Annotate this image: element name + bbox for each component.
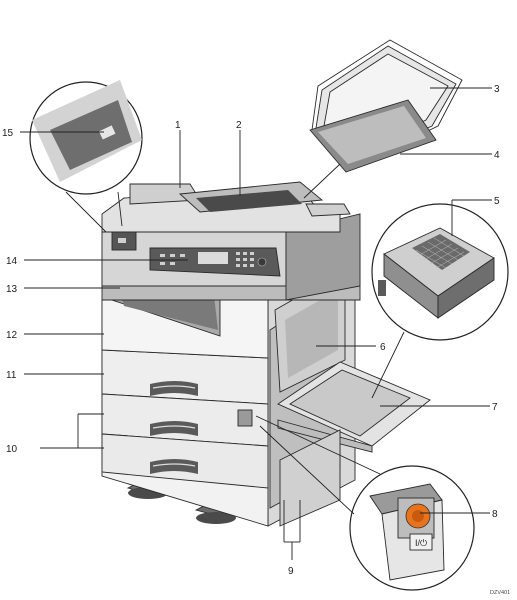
callout-13: 13 <box>6 284 18 295</box>
callout-12: 12 <box>6 330 18 341</box>
callout-15: 15 <box>2 128 14 139</box>
figure-code: DZV401 <box>490 590 510 596</box>
callout-6: 6 <box>380 342 386 353</box>
callout-5: 5 <box>494 196 500 207</box>
main-power-switch-inset: I/⏻ <box>255 415 475 591</box>
power-switch-symbol: I/⏻ <box>415 538 427 548</box>
callout-2: 2 <box>236 120 242 131</box>
callout-9: 9 <box>288 566 294 577</box>
exposure-glass-inset <box>303 39 463 199</box>
callout-1: 1 <box>175 120 181 131</box>
callout-10: 10 <box>6 444 18 455</box>
key-counter-inset <box>371 203 509 399</box>
callout-3: 3 <box>494 84 500 95</box>
callout-14: 14 <box>6 256 18 267</box>
callout-8: 8 <box>492 509 498 520</box>
callout-7: 7 <box>492 402 498 413</box>
callout-numbers: 1 2 3 4 5 6 7 8 9 10 11 12 13 14 15 DZV4… <box>2 84 510 596</box>
usb-slot-inset <box>29 80 143 233</box>
callout-11: 11 <box>6 370 17 381</box>
tray-handles <box>150 381 198 474</box>
callout-leaders <box>20 87 492 560</box>
control-panel <box>149 247 281 277</box>
callout-4: 4 <box>494 150 500 161</box>
